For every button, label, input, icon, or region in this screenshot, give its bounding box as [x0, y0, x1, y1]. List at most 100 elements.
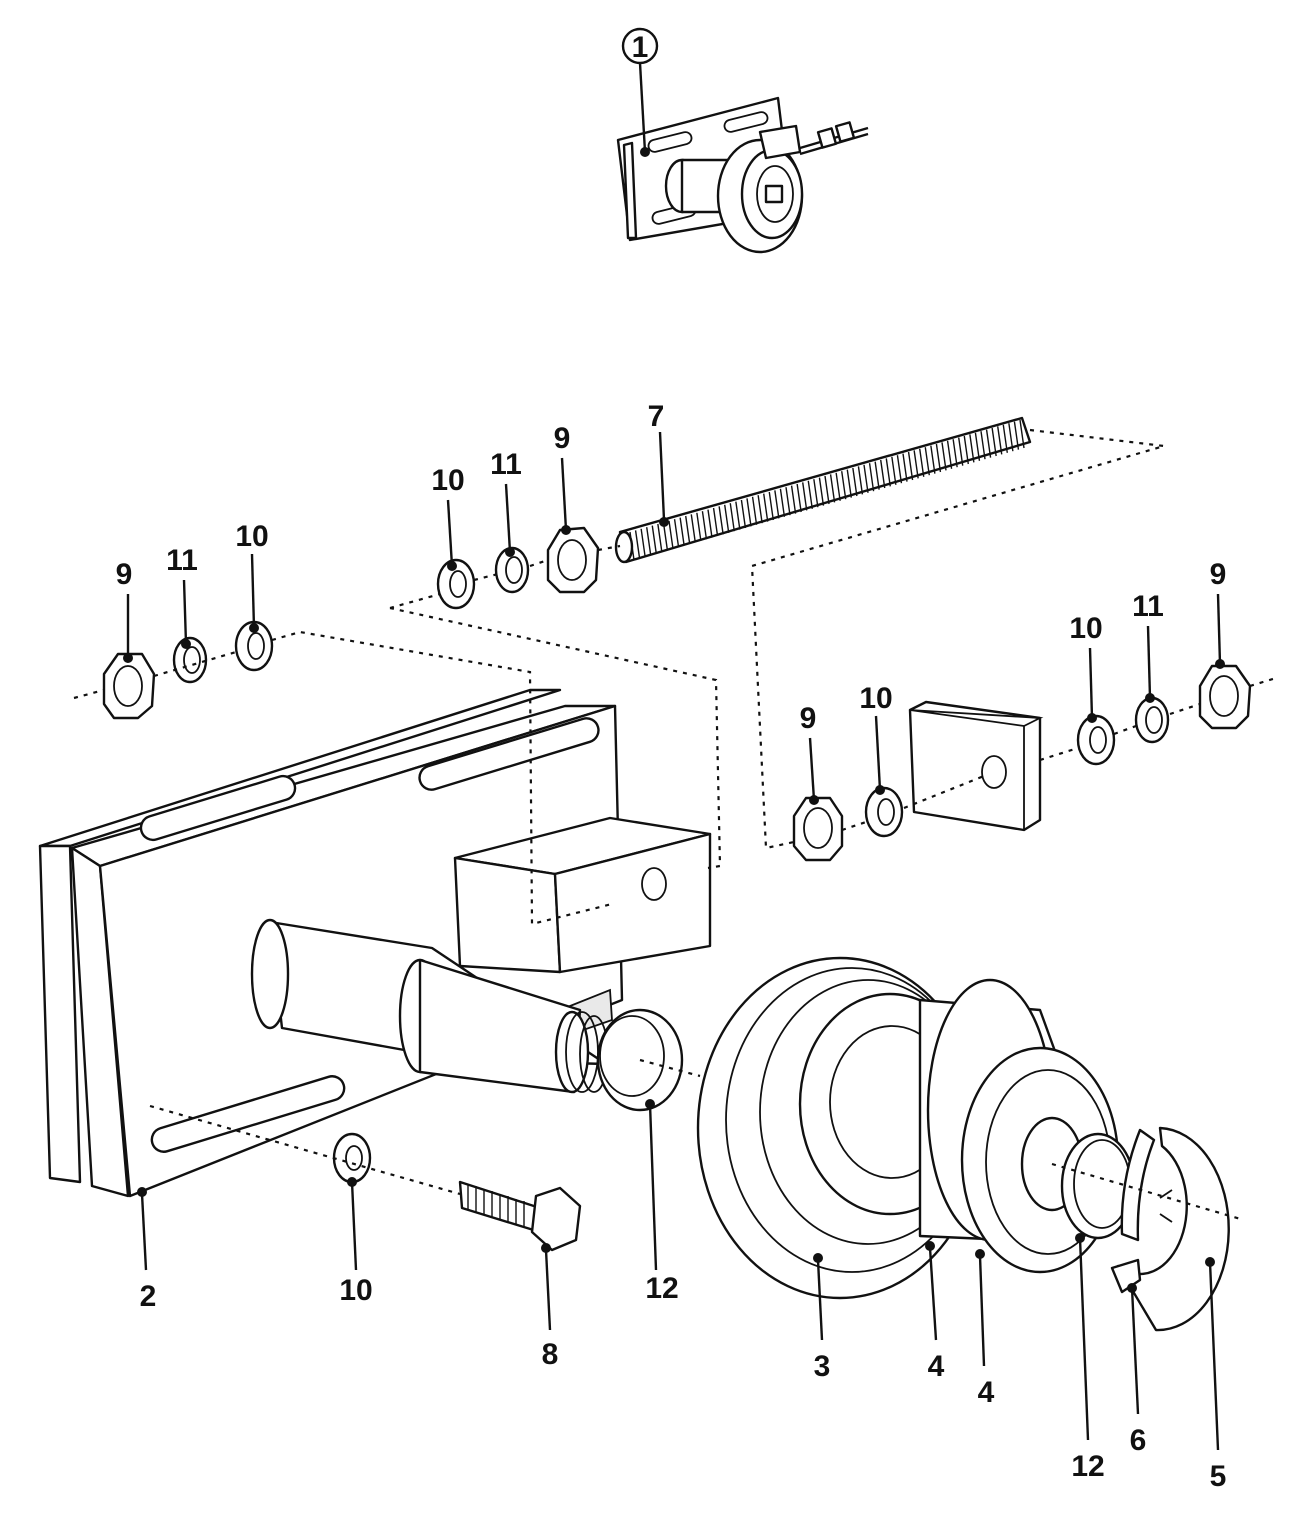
- rod-thread-line: [930, 445, 936, 474]
- rod-thread-line: [857, 466, 864, 495]
- rod-thread-line: [902, 453, 908, 482]
- callout-11-upper-left: 11: [166, 544, 198, 577]
- rod-thread-line: [640, 528, 646, 557]
- rod-thread-line: [985, 429, 992, 458]
- rod-thread-line: [824, 475, 830, 505]
- rod-thread-line: [807, 480, 813, 509]
- rod-thread-line: [690, 514, 696, 543]
- callout-1: 1: [632, 31, 649, 64]
- callout-5: 5: [1210, 1460, 1227, 1493]
- callout-4-inner-bearing: 4: [928, 1350, 945, 1383]
- rod-thread-line: [729, 503, 735, 532]
- rod-thread-line: [924, 447, 930, 476]
- callout-10-upper-left: 10: [235, 520, 268, 553]
- rod-thread-line: [774, 490, 780, 519]
- callout-6: 6: [1130, 1424, 1147, 1457]
- rod-thread-line: [746, 498, 752, 527]
- rod-thread-line: [997, 426, 1003, 455]
- rod-thread-line: [941, 442, 947, 471]
- callout-labels: 1 2 3 4 4 5 6 7 8 9 9 9 9 10 10 10 10 10…: [116, 31, 1227, 1493]
- callout-7: 7: [648, 400, 665, 433]
- rod-thread-line: [885, 458, 891, 487]
- callout-12-shaft-ring: 12: [645, 1272, 678, 1305]
- rod-thread-line: [802, 482, 808, 511]
- circlip: [1110, 1128, 1156, 1415]
- rod-thread-line: [696, 512, 702, 541]
- rod-thread-line: [740, 499, 747, 529]
- rod-thread-line: [969, 434, 975, 463]
- pulley-wheel: [696, 956, 1120, 1367]
- rod-thread-line: [958, 437, 964, 466]
- rod-thread-line: [679, 517, 685, 546]
- assembly-guide-lines: [73, 428, 1277, 1222]
- rod-thread-line: [891, 456, 897, 485]
- callout-10-bolt-washer: 10: [339, 1274, 372, 1307]
- threaded-rod: [614, 416, 1032, 564]
- rod-thread-line: [935, 443, 942, 473]
- rod-thread-line: [1008, 423, 1014, 452]
- callout-9-upper-left: 9: [116, 558, 133, 591]
- rod-thread-line: [718, 506, 724, 535]
- rod-thread-line: [785, 487, 791, 516]
- rod-thread-line: [980, 431, 986, 460]
- rod-thread-line: [919, 448, 925, 477]
- callout-10-upper-middle: 10: [431, 464, 464, 497]
- hardware-upper-left: [102, 553, 274, 720]
- callout-10-right-outer: 10: [1069, 612, 1102, 645]
- rod-thread-line: [863, 464, 869, 493]
- hex-bolt: [458, 1180, 582, 1331]
- rod-thread-line: [712, 507, 719, 537]
- rod-thread-line: [1013, 421, 1020, 450]
- rod-thread-line: [668, 520, 674, 549]
- rod-thread-line: [768, 491, 774, 521]
- callout-9-right-inner: 9: [800, 702, 817, 735]
- callout-3: 3: [814, 1350, 831, 1383]
- rod-thread-line: [662, 522, 669, 551]
- angle-bracket: [453, 816, 712, 974]
- callout-4-outer-bearing: 4: [978, 1376, 995, 1409]
- callout-2: 2: [140, 1280, 157, 1313]
- callout-10-right-inner: 10: [859, 682, 892, 715]
- rod-thread-line: [1019, 419, 1025, 449]
- rod-thread-line: [685, 515, 691, 545]
- assembled-view-thumbnail: [616, 27, 869, 254]
- rod-thread-line: [646, 527, 652, 556]
- rod-thread-line: [852, 467, 858, 497]
- axle-shaft: [250, 918, 609, 1094]
- bearing-ring-left: [596, 1008, 684, 1271]
- rod-thread-line: [952, 439, 958, 468]
- hardware-upper-middle: [436, 457, 600, 610]
- rod-thread-line: [673, 519, 680, 548]
- rod-thread-line: [835, 472, 841, 501]
- rod-thread-line: [790, 485, 797, 514]
- callout-9-upper-middle: 9: [554, 422, 571, 455]
- rod-thread-line: [707, 509, 713, 538]
- rod-thread-line: [841, 471, 847, 500]
- rod-thread-line: [991, 427, 997, 457]
- rod-thread-line: [657, 523, 663, 553]
- bearing-ring-right: [1060, 1132, 1136, 1441]
- rod-thread-line: [735, 501, 741, 530]
- rod-thread-line: [651, 525, 657, 554]
- rod-thread-line: [846, 469, 852, 498]
- rod-thread-line: [829, 474, 836, 503]
- rod-thread-line: [724, 504, 730, 533]
- rod-thread-line: [757, 495, 763, 524]
- callout-12-wheel-ring: 12: [1071, 1450, 1104, 1483]
- rod-thread-line: [751, 496, 758, 525]
- rod-thread-line: [874, 461, 880, 490]
- rod-thread-line: [868, 463, 875, 492]
- rod-thread-line: [946, 440, 953, 469]
- rod-thread-line: [813, 479, 819, 508]
- callout-9-right-outer: 9: [1210, 558, 1227, 591]
- callout-11-upper-middle: 11: [490, 448, 522, 481]
- callout-8: 8: [542, 1338, 559, 1371]
- rod-thread-line: [896, 455, 903, 484]
- rod-thread-line: [796, 483, 802, 513]
- rod-thread-line: [818, 477, 825, 506]
- rod-thread-line: [1002, 424, 1008, 453]
- rod-thread-line: [763, 493, 769, 522]
- washer-plate-bolt: [332, 1132, 372, 1271]
- hardware-right: [792, 593, 1252, 862]
